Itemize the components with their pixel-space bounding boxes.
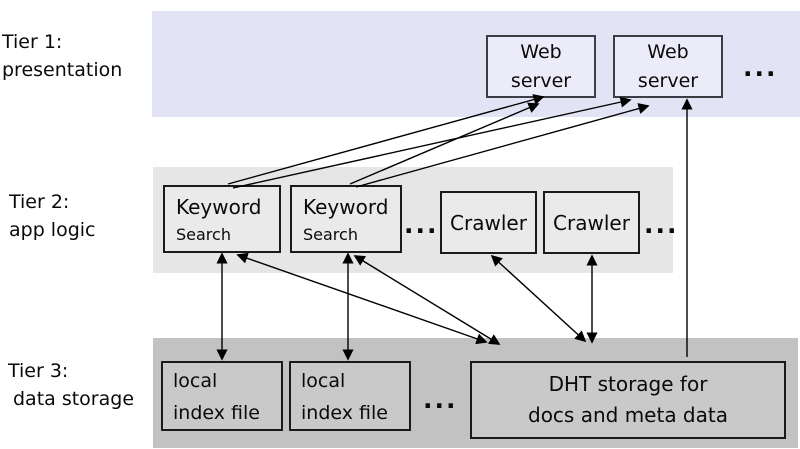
tier1-ellipsis: ... bbox=[743, 53, 778, 82]
crawler-2-label: Crawler bbox=[553, 210, 630, 235]
tier2-ellipsis-middle: ... bbox=[404, 210, 439, 239]
tier2-label-line2: app logic bbox=[9, 219, 96, 241]
dht-storage-line2: docs and meta data bbox=[528, 403, 728, 427]
web-server-2-line2: server bbox=[637, 69, 699, 92]
dht-storage-line1: DHT storage for bbox=[548, 372, 708, 396]
crawler-box-2: Crawler bbox=[543, 191, 640, 254]
tier2-ellipsis-end: ... bbox=[644, 210, 679, 239]
tier1-label-line1: Tier 1: bbox=[2, 31, 63, 53]
keyword-search-2-line1: Keyword bbox=[303, 195, 389, 219]
web-server-1-line2: server bbox=[510, 69, 572, 92]
web-server-box-1: Web server bbox=[486, 35, 596, 98]
tier3-label-line1: Tier 3: bbox=[8, 360, 69, 382]
tier1-label: Tier 1: presentation bbox=[2, 28, 122, 84]
local-index-file-box-2: local index file bbox=[289, 361, 411, 431]
web-server-2-line1: Web bbox=[647, 40, 689, 63]
dht-storage-box: DHT storage for docs and meta data bbox=[470, 361, 786, 439]
local-index-file-2-line2: index file bbox=[301, 402, 388, 424]
tier3-label: Tier 3: data storage bbox=[8, 357, 134, 413]
keyword-search-box-1: Keyword Search bbox=[163, 185, 281, 253]
tier2-label-line1: Tier 2: bbox=[9, 191, 70, 213]
keyword-search-2-line2: Search bbox=[303, 225, 358, 244]
crawler-1-label: Crawler bbox=[450, 210, 527, 235]
local-index-file-box-1: local index file bbox=[161, 361, 283, 431]
keyword-search-1-line2: Search bbox=[176, 225, 231, 244]
tier2-label: Tier 2: app logic bbox=[9, 188, 96, 244]
tier3-ellipsis: ... bbox=[423, 385, 458, 414]
keyword-search-1-line1: Keyword bbox=[176, 195, 262, 219]
local-index-file-2-line1: local bbox=[301, 370, 346, 392]
tier1-label-line2: presentation bbox=[2, 59, 123, 81]
web-server-1-line1: Web bbox=[520, 40, 562, 63]
tier3-label-line2: data storage bbox=[13, 388, 135, 410]
web-server-box-2: Web server bbox=[613, 35, 723, 98]
local-index-file-1-line1: local bbox=[173, 370, 218, 392]
crawler-box-1: Crawler bbox=[440, 191, 537, 254]
keyword-search-box-2: Keyword Search bbox=[290, 185, 402, 253]
local-index-file-1-line2: index file bbox=[173, 402, 260, 424]
